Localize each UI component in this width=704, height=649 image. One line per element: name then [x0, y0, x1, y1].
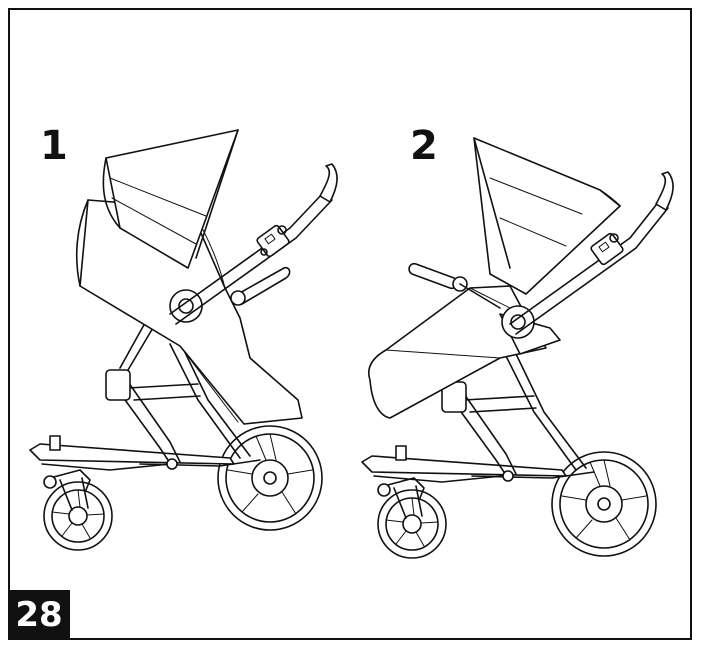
rear-wheel-icon: [217, 425, 323, 531]
front-wheel-icon: [43, 481, 113, 551]
step-label-2: 2: [410, 123, 438, 169]
stroller-illustration-parent-facing: [29, 129, 338, 551]
front-wheel-icon: [377, 489, 447, 559]
stroller-illustration-world-facing: [361, 137, 674, 559]
rear-wheel-icon: [551, 451, 657, 557]
step-label-1: 1: [40, 123, 68, 169]
figure-number-badge: 28: [8, 590, 70, 640]
